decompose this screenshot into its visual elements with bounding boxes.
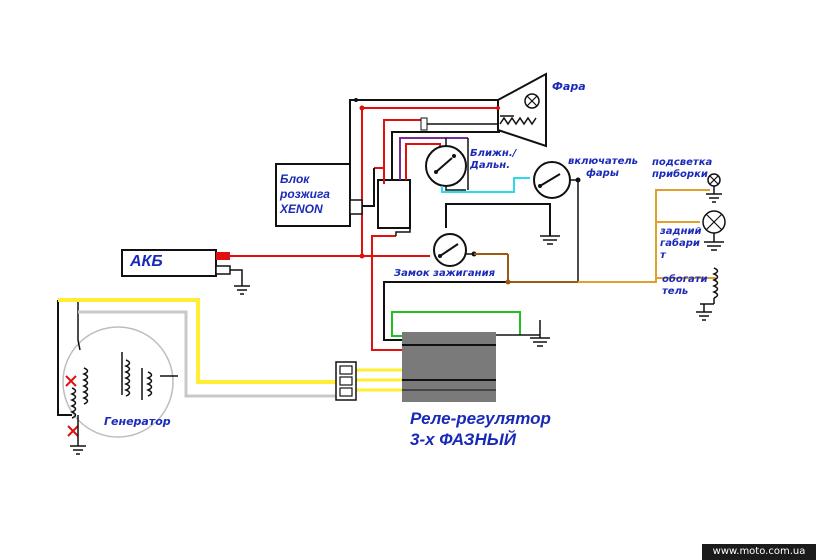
battery-block	[121, 249, 250, 295]
beam-switch-label-line-1: Ближн./	[470, 148, 517, 159]
generator-label: Генератор	[104, 415, 171, 428]
dash-light-label: подсветка приборки	[652, 157, 712, 181]
headlight-label: Фара	[552, 80, 586, 93]
ground-symbol	[445, 203, 560, 245]
regulator-body	[402, 332, 496, 402]
connector	[335, 361, 357, 401]
battery-label: АКБ	[130, 253, 163, 270]
heater-label: обогати тель	[662, 274, 708, 298]
ignition-lock	[433, 233, 508, 267]
headlight-switch	[533, 161, 581, 282]
xenon-block-label: Блок розжига XENON	[280, 172, 330, 217]
headlight-switch-label-line-1: включатель	[568, 156, 638, 167]
heater-label-line-1: обогати	[662, 274, 708, 285]
xenon-label-line-3: XENON	[280, 202, 323, 216]
dash-light-label-line-2: приборки	[652, 169, 708, 180]
regulator-label-line-1: Реле-регулятор	[410, 409, 551, 428]
watermark: www.moto.com.ua	[702, 544, 816, 560]
rear-light-label-line-2: габари	[660, 238, 700, 249]
regulator-label-line-2: 3-х ФАЗНЫЙ	[410, 430, 516, 449]
xenon-label-line-2: розжига	[280, 187, 330, 201]
xenon-block	[275, 98, 498, 227]
heater-label-line-2: тель	[662, 286, 689, 297]
generator-wires	[58, 298, 402, 398]
ignition-lock-label: Замок зажигания	[394, 268, 495, 279]
dash-light-label-line-1: подсветка	[652, 157, 713, 168]
regulator-label: Реле-регулятор 3-х ФАЗНЫЙ	[410, 408, 551, 450]
relay-box	[377, 117, 500, 236]
generator	[57, 300, 178, 455]
heater-coil	[696, 267, 719, 321]
beam-switch	[425, 138, 469, 191]
rear-light-label-line-1: задний	[660, 226, 702, 237]
dash-light	[706, 173, 722, 203]
beam-switch-label: Ближн./ Дальн.	[470, 148, 516, 172]
headlight	[496, 72, 547, 148]
rear-light-label: задний габари т	[660, 226, 702, 262]
rear-light	[702, 210, 726, 251]
rear-light-label-line-3: т	[660, 250, 666, 261]
cyan-wire	[441, 177, 530, 193]
brown-wires	[505, 189, 716, 285]
xenon-label-line-1: Блок	[280, 172, 310, 186]
beam-switch-label-line-2: Дальн.	[470, 160, 511, 171]
headlight-switch-label-line-2: фары	[586, 168, 619, 179]
headlight-switch-label: включатель фары	[568, 156, 638, 180]
